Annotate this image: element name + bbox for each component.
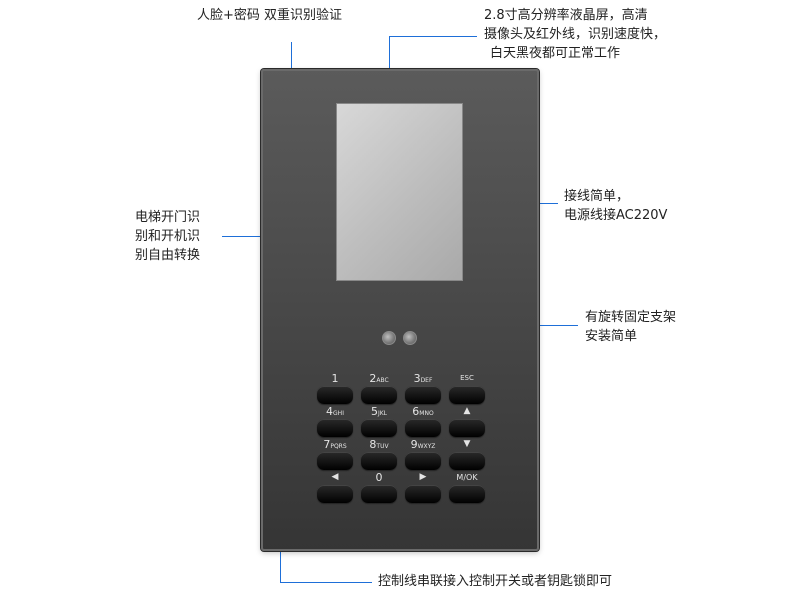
key-1-label: 1 xyxy=(331,372,339,385)
key-7-letters: PQRS xyxy=(330,443,347,450)
arrow-left-icon: ◀ xyxy=(331,472,339,482)
key-3-letters: DEF xyxy=(420,377,433,384)
key-up[interactable]: ▲ xyxy=(449,405,485,441)
key-6-letters: MNO xyxy=(419,410,434,417)
key-9-button[interactable] xyxy=(405,452,441,470)
callout-elevator: 电梯开门识 别和开机识 别自由转换 xyxy=(135,208,200,265)
arrow-down-icon: ▼ xyxy=(463,439,471,449)
key-2-label: 2 xyxy=(369,372,377,385)
key-4-label: 4 xyxy=(326,405,334,418)
key-7-label: 7 xyxy=(323,438,331,451)
key-9-label: 9 xyxy=(410,438,418,451)
key-8-button[interactable] xyxy=(361,452,397,470)
key-3-label: 3 xyxy=(413,372,421,385)
callout-elevator-line1: 电梯开门识 xyxy=(135,210,201,225)
callout-screen-line2: 摄像头及红外线，识别速度快， xyxy=(484,27,667,42)
arrow-up-icon: ▲ xyxy=(463,406,471,416)
callout-screen-line3: 白天黑夜都可正常工作 xyxy=(490,46,621,61)
key-2-letters: ABC xyxy=(376,377,389,384)
key-3-button[interactable] xyxy=(405,386,441,404)
key-4-button[interactable] xyxy=(317,419,353,437)
key-8-label: 8 xyxy=(369,438,377,451)
key-5-label: 5 xyxy=(370,405,378,418)
arrow-right-icon: ▶ xyxy=(419,472,427,482)
leader-control-h xyxy=(280,582,372,583)
key-6[interactable]: 6MNO xyxy=(405,405,441,441)
leader-mount xyxy=(512,325,578,326)
callout-screen-line1: 2.8寸高分辨率液晶屏，高清 xyxy=(484,8,648,23)
key-left-button[interactable] xyxy=(317,485,353,503)
key-mok[interactable]: M/OK xyxy=(449,471,485,507)
key-2[interactable]: 2ABC xyxy=(361,372,397,408)
key-esc-label: ESC xyxy=(460,374,474,382)
key-4[interactable]: 4GHI xyxy=(317,405,353,441)
key-5-letters: JKL xyxy=(377,410,388,417)
key-down-button[interactable] xyxy=(449,452,485,470)
callout-elevator-line2: 别和开机识 xyxy=(135,229,201,244)
key-esc-button[interactable] xyxy=(449,386,485,404)
key-0[interactable]: 0 xyxy=(361,471,397,507)
key-down[interactable]: ▼ xyxy=(449,438,485,474)
callout-face-password-text: 人脸+密码 双重识别验证 xyxy=(197,8,343,23)
key-mok-button[interactable] xyxy=(449,485,485,503)
leader-screen-h xyxy=(389,36,477,37)
key-0-label: 0 xyxy=(375,471,383,484)
key-1[interactable]: 1 xyxy=(317,372,353,408)
key-mok-label: M/OK xyxy=(456,473,478,482)
key-9-letters: WXYZ xyxy=(417,443,436,450)
callout-mount-line1: 有旋转固定支架 xyxy=(585,310,677,325)
key-3[interactable]: 3DEF xyxy=(405,372,441,408)
key-6-button[interactable] xyxy=(405,419,441,437)
key-up-button[interactable] xyxy=(449,419,485,437)
key-right-button[interactable] xyxy=(405,485,441,503)
key-8-letters: TUV xyxy=(376,443,389,450)
key-2-button[interactable] xyxy=(361,386,397,404)
key-7[interactable]: 7PQRS xyxy=(317,438,353,474)
key-0-button[interactable] xyxy=(361,485,397,503)
key-right[interactable]: ▶ xyxy=(405,471,441,507)
callout-wiring-line1: 接线简单， xyxy=(564,189,630,204)
key-9[interactable]: 9WXYZ xyxy=(405,438,441,474)
callout-control-text: 控制线串联接入控制开关或者钥匙锁即可 xyxy=(378,574,613,589)
camera-lens-icon xyxy=(382,331,396,345)
face-recognition-terminal: 1 2ABC 3DEF ESC 4GHI 5JKL 6MNO ▲ xyxy=(261,69,539,551)
key-7-button[interactable] xyxy=(317,452,353,470)
callout-face-password: 人脸+密码 双重识别验证 xyxy=(197,6,342,25)
key-4-letters: GHI xyxy=(333,410,344,417)
callout-mount: 有旋转固定支架 安装简单 xyxy=(585,308,676,346)
callout-wiring-line2: 电源线接AC220V xyxy=(564,208,668,223)
key-left[interactable]: ◀ xyxy=(317,471,353,507)
callout-screen: 2.8寸高分辨率液晶屏，高清 摄像头及红外线，识别速度快， 白天黑夜都可正常工作 xyxy=(484,6,666,63)
leader-elevator xyxy=(222,236,284,237)
callout-mount-line2: 安装简单 xyxy=(585,329,638,344)
lcd-screen xyxy=(336,103,463,281)
callout-wiring: 接线简单， 电源线接AC220V xyxy=(564,187,667,225)
key-5[interactable]: 5JKL xyxy=(361,405,397,441)
callout-elevator-line3: 别自由转换 xyxy=(135,248,201,263)
infrared-sensor-icon xyxy=(403,331,417,345)
callout-control: 控制线串联接入控制开关或者钥匙锁即可 xyxy=(378,572,612,591)
key-5-button[interactable] xyxy=(361,419,397,437)
key-esc[interactable]: ESC xyxy=(449,372,485,408)
key-6-label: 6 xyxy=(412,405,420,418)
key-8[interactable]: 8TUV xyxy=(361,438,397,474)
key-1-button[interactable] xyxy=(317,386,353,404)
